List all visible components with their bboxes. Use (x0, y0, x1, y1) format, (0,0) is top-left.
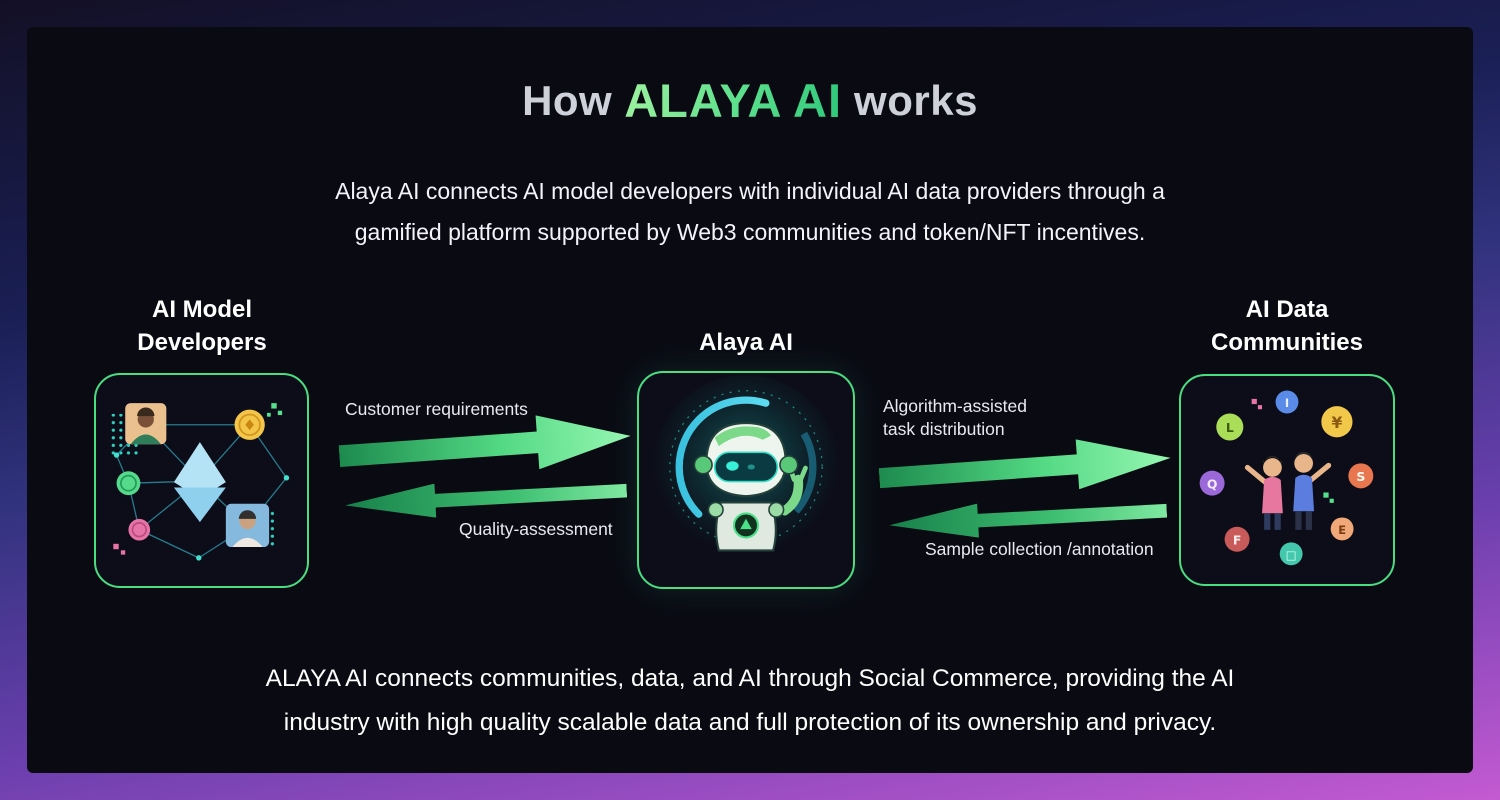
token-coin-icons (116, 409, 265, 541)
communities-label-line2: Communities (1210, 329, 1363, 356)
pixel-sparkle-icon (1323, 492, 1334, 503)
svg-text:S: S (1356, 469, 1365, 484)
communities-card: I ¥ S E □ F Q L (1179, 374, 1395, 586)
svg-text:¥: ¥ (1331, 414, 1342, 432)
alaya-robot-illustration (652, 375, 840, 563)
communities-label-line1: AI Data (1245, 296, 1329, 323)
data-community-illustration: I ¥ S E □ F Q L (1199, 390, 1374, 566)
alaya-label-text: Alaya AI (699, 329, 793, 356)
title-suffix: works (854, 77, 978, 124)
arrow-sample-collection (888, 494, 1167, 543)
developers-label: AI Model Developers (87, 293, 317, 359)
algorithm-task-label-line1: Algorithm-assisted (883, 396, 1027, 416)
annotator-avatar-icon (225, 503, 270, 548)
title-prefix: How (522, 77, 613, 124)
pixel-sparkle-icon (266, 403, 283, 417)
arrow-customer-requirements (337, 409, 632, 483)
svg-text:L: L (1226, 420, 1234, 435)
pixel-sparkle-icon (113, 543, 126, 555)
ethereum-icon (173, 442, 226, 523)
svg-text:Q: Q (1207, 476, 1218, 491)
algorithm-task-label-line2: task distribution (883, 419, 1005, 439)
customer-requirements-label: Customer requirements (345, 399, 528, 419)
footer-line-2: industry with high quality scalable data… (283, 709, 1217, 736)
footer-text: ALAYA AI connects communities, data, and… (27, 657, 1473, 745)
robot-icon (693, 422, 808, 552)
people-icon (1244, 451, 1332, 530)
hud-ring-icon (669, 390, 823, 544)
developers-label-line2: Developers (137, 329, 267, 356)
developers-card (94, 373, 309, 588)
communities-label: AI Data Communities (1173, 293, 1401, 359)
svg-text:I: I (1285, 396, 1289, 410)
arrow-algorithm-task (878, 433, 1173, 503)
arrow-quality-assessment (344, 474, 627, 523)
pixel-sparkle-icon (1251, 398, 1263, 410)
svg-text:F: F (1233, 532, 1242, 547)
sample-collection-label: Sample collection /annotation (925, 539, 1154, 559)
developers-label-line1: AI Model (152, 296, 252, 323)
algorithm-task-label: Algorithm-assisted task distribution (883, 395, 1027, 441)
developer-network-illustration (111, 403, 290, 561)
token-ring-icons: I ¥ S E □ F Q L (1199, 390, 1374, 566)
network-node-dots (113, 452, 290, 561)
svg-text:E: E (1338, 523, 1346, 537)
footer-line-1: ALAYA AI connects communities, data, and… (265, 665, 1235, 692)
intro-line-2: gamified platform supported by Web3 comm… (354, 219, 1146, 245)
developer-avatar-icon (125, 403, 167, 445)
intro-line-1: Alaya AI connects AI model developers wi… (335, 178, 1165, 204)
svg-text:□: □ (1286, 548, 1297, 562)
alaya-card (637, 371, 855, 589)
brand-name: ALAYA AI (624, 74, 843, 127)
quality-assessment-label: Quality-assessment (459, 519, 613, 539)
alaya-label: Alaya AI (633, 326, 859, 359)
intro-text: Alaya AI connects AI model developers wi… (27, 171, 1473, 253)
